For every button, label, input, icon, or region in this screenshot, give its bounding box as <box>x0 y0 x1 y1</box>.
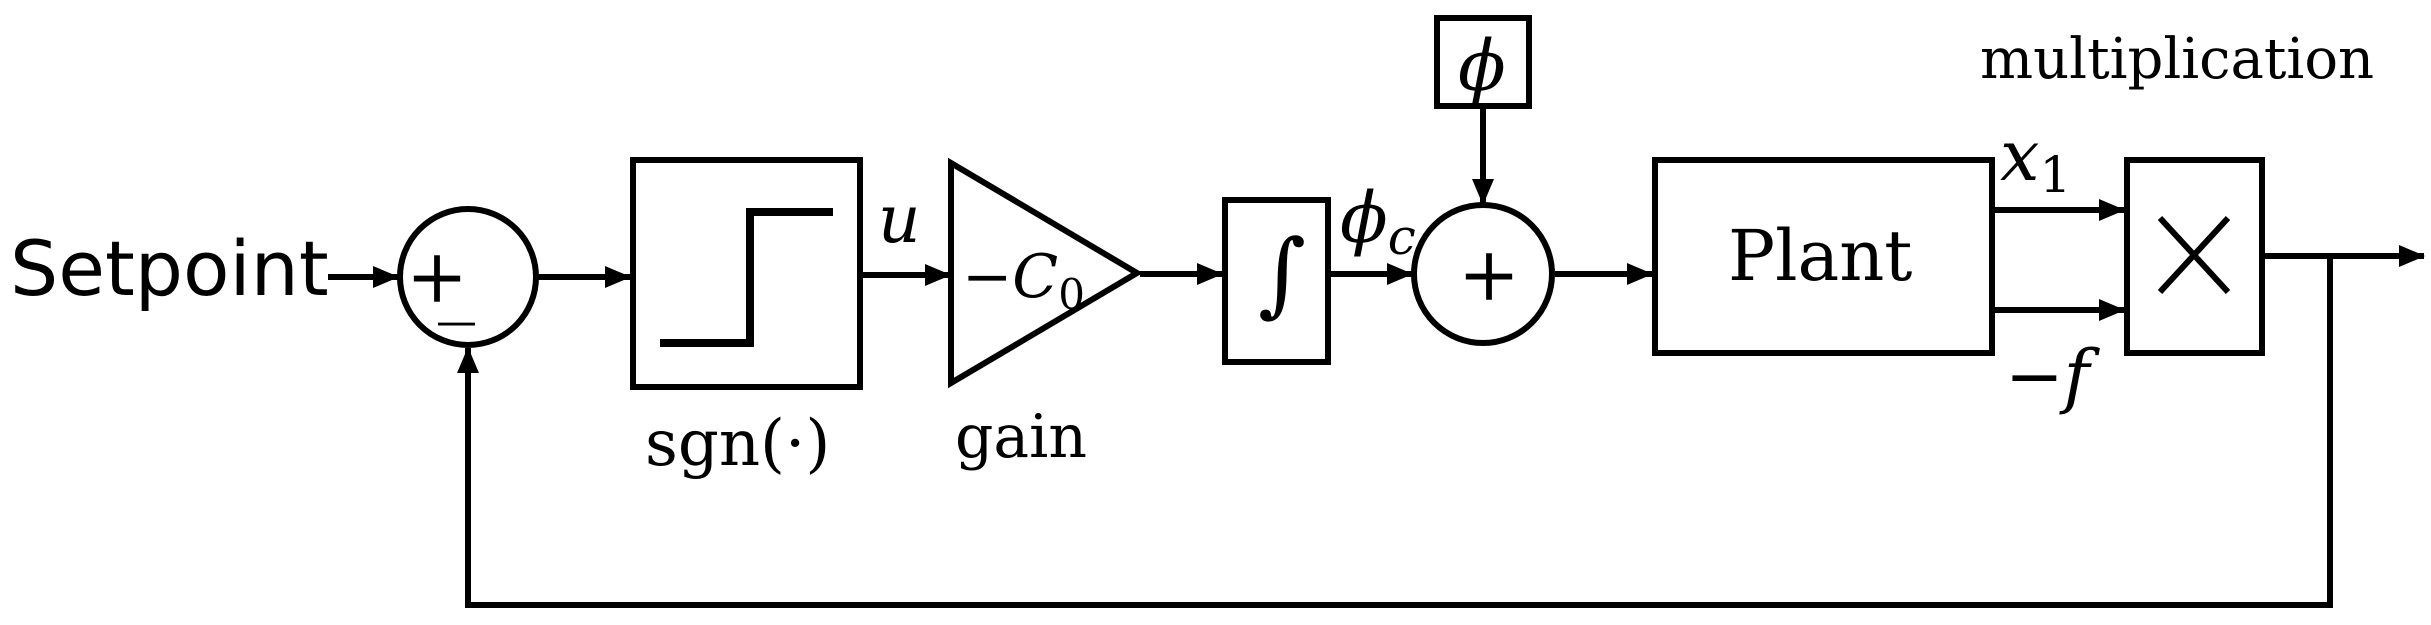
multiplier-block <box>2124 157 2265 356</box>
sum2-plus-sign: + <box>1458 232 1520 318</box>
gain-symbol: −C0 <box>962 242 1085 319</box>
x1-subscript: 1 <box>2039 146 2071 204</box>
feedback-path <box>457 256 2333 608</box>
summing-junction-1: + _ <box>397 206 539 348</box>
gain-symbol-subscript: 0 <box>1058 270 1085 319</box>
integral-sign: ∫ <box>1258 220 1306 327</box>
sgn-block <box>630 157 863 390</box>
sum1-plus-sign: + <box>406 234 468 320</box>
plant-block: Plant <box>1652 157 1995 356</box>
phi-c-main: ϕ <box>1340 177 1388 259</box>
minus-f-label: −f <box>2005 335 2101 417</box>
step-function-icon <box>660 208 833 347</box>
plant-label: Plant <box>1728 215 1912 297</box>
sgn-label: sgn(·) <box>645 407 830 481</box>
gain-block: −C0 <box>948 157 1143 389</box>
sum1-minus-sign: _ <box>438 240 475 326</box>
times-icon <box>2157 215 2231 295</box>
gain-symbol-main: −C <box>962 242 1058 312</box>
gain-label: gain <box>955 402 1087 472</box>
phi-block: ϕ <box>1434 15 1532 109</box>
setpoint-label: Setpoint <box>10 224 329 313</box>
phi-label: ϕ <box>1458 25 1506 107</box>
u-label: u <box>878 181 921 258</box>
phi-c-label: ϕc <box>1340 177 1416 266</box>
integrator-block: ∫ <box>1222 197 1331 365</box>
multiplication-label: multiplication <box>1980 27 2374 92</box>
phi-c-subscript: c <box>1388 208 1416 266</box>
summing-junction-2: + <box>1411 202 1555 346</box>
x1-label: x1 <box>2000 115 2071 204</box>
x1-main: x <box>2000 115 2039 197</box>
